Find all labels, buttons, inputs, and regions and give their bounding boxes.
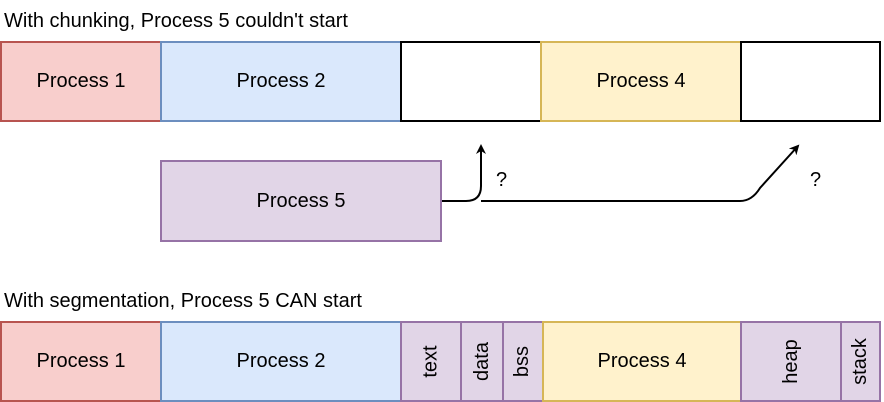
segmentation-process-2-block: Process 2 <box>160 321 402 402</box>
segment-bss-label: bss <box>511 345 534 378</box>
segmentation-process-4-block: Process 4 <box>542 321 742 402</box>
chunking-process-2-label: Process 2 <box>236 70 326 92</box>
segmentation-process-1-label: Process 1 <box>36 350 126 372</box>
chunking-free-gap-2 <box>740 41 881 122</box>
segment-heap-label: heap <box>779 339 802 384</box>
chunking-caption: With chunking, Process 5 couldn't start <box>4 10 348 32</box>
arrow-to-gap-1 <box>442 144 486 202</box>
chunking-process-1-label: Process 1 <box>36 70 126 92</box>
segment-heap-block: heap <box>740 321 842 402</box>
chunking-process-4-block: Process 4 <box>540 41 742 122</box>
question-mark-gap-2: ? <box>810 169 822 191</box>
segmentation-process-2-label: Process 2 <box>236 350 326 372</box>
segment-bss-block: bss <box>502 321 544 402</box>
chunking-free-gap-1 <box>400 41 542 122</box>
arrow-to-gap-2 <box>481 144 800 202</box>
segment-text-label: text <box>419 345 442 378</box>
question-mark-gap-1: ? <box>496 169 508 191</box>
segmentation-process-4-label: Process 4 <box>597 350 687 372</box>
segmentation-process-1-block: Process 1 <box>0 321 162 402</box>
segmentation-caption: With segmentation, Process 5 CAN start <box>4 290 362 312</box>
segment-stack-label: stack <box>849 338 871 385</box>
segment-text-block: text <box>400 321 462 402</box>
chunking-process-5-label: Process 5 <box>256 189 346 212</box>
segment-data-block: data <box>460 321 504 402</box>
segment-stack-block: stack <box>840 321 881 402</box>
chunking-process-5-block: Process 5 <box>160 160 442 242</box>
chunking-process-4-label: Process 4 <box>596 70 686 92</box>
segment-data-label: data <box>470 342 493 381</box>
